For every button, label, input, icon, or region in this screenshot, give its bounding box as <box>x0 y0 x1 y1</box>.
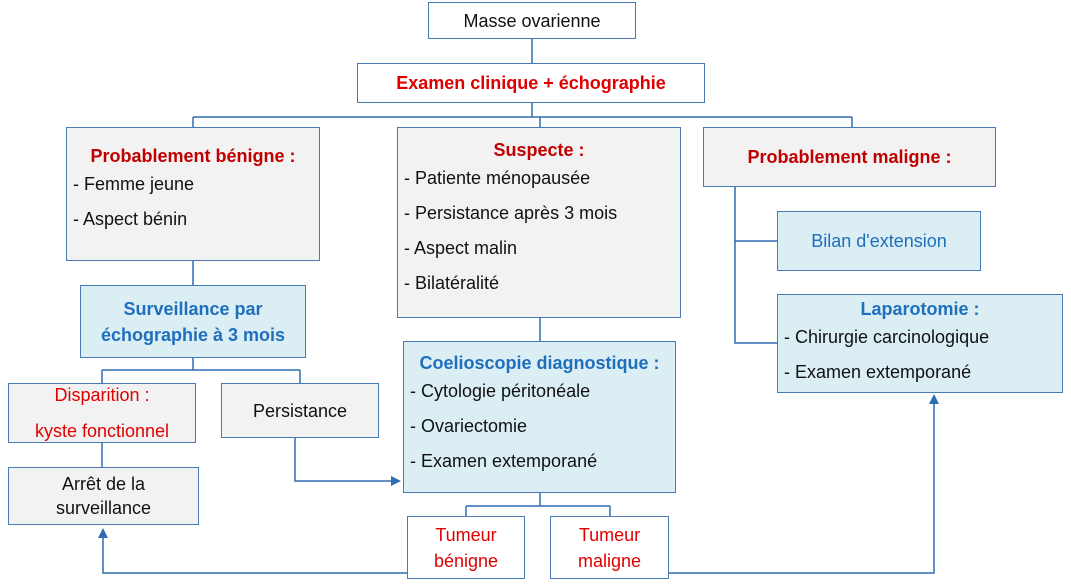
coelioscopie-item: - Examen extemporané <box>410 451 598 471</box>
disparition-line: kyste fonctionnel <box>34 421 170 441</box>
masse-ovarienne-box: Masse ovarienne <box>428 2 636 39</box>
coelioscopie-title: Coelioscopie diagnostique : <box>419 353 660 373</box>
bilan-box: Bilan d'extension <box>777 211 981 271</box>
examen-label: Examen clinique + échographie <box>396 73 666 93</box>
arrow-tumeur-benigne-arret <box>98 528 407 574</box>
masse-ovarienne-label: Masse ovarienne <box>463 10 601 31</box>
benigne-title: Probablement bénigne : <box>90 146 296 166</box>
maligne-title: Probablement maligne : <box>747 147 952 167</box>
suspecte-item: - Persistance après 3 mois <box>404 203 618 223</box>
benigne-item: - Femme jeune <box>73 174 195 194</box>
coelioscopie-box: Coelioscopie diagnostique : - Cytologie … <box>403 341 676 493</box>
benigne-item: - Aspect bénin <box>73 209 188 229</box>
tumeur-benigne-box: Tumeur bénigne <box>407 516 525 579</box>
coelioscopie-item: - Ovariectomie <box>410 416 528 436</box>
tumeur-benigne-line: bénigne <box>433 550 499 571</box>
laparotomie-title: Laparotomie : <box>860 299 980 319</box>
persistance-box: Persistance <box>221 383 379 438</box>
surveillance-box: Surveillance par échographie à 3 mois <box>80 285 306 358</box>
persistance-label: Persistance <box>252 400 348 421</box>
coelioscopie-item: - Cytologie péritonéale <box>410 381 591 401</box>
benigne-box: Probablement bénigne : - Femme jeune - A… <box>66 127 320 261</box>
surveillance-line: Surveillance par <box>123 298 263 319</box>
laparotomie-item: - Chirurgie carcinologique <box>784 327 990 347</box>
disparition-box: Disparition : kyste fonctionnel <box>8 383 196 443</box>
disparition-line: Disparition : <box>54 385 150 405</box>
tumeur-maligne-box: Tumeur maligne <box>550 516 669 579</box>
arrow-persistance-coelioscopie <box>294 438 401 486</box>
tumeur-maligne-line: maligne <box>577 550 642 571</box>
line-maligne-trunk <box>734 187 777 344</box>
arret-box: Arrêt de la surveillance <box>8 467 199 525</box>
suspecte-box: Suspecte : - Patiente ménopausée - Persi… <box>397 127 681 318</box>
suspecte-item: - Patiente ménopausée <box>404 168 591 188</box>
maligne-box: Probablement maligne : <box>703 127 996 187</box>
examen-box: Examen clinique + échographie <box>357 63 705 103</box>
surveillance-line: échographie à 3 mois <box>100 324 286 345</box>
suspecte-title: Suspecte : <box>493 140 585 160</box>
laparotomie-item: - Examen extemporané <box>784 362 972 382</box>
suspecte-item: - Bilatéralité <box>404 273 500 293</box>
bilan-label: Bilan d'extension <box>811 231 947 251</box>
laparotomie-box: Laparotomie : - Chirurgie carcinologique… <box>777 294 1063 393</box>
suspecte-item: - Aspect malin <box>404 238 518 258</box>
tumeur-benigne-line: Tumeur <box>435 524 497 545</box>
arret-line: Arrêt de la <box>61 474 146 494</box>
arrow-tumeur-maligne-laparotomie <box>669 394 939 574</box>
arret-line: surveillance <box>55 498 152 518</box>
tumeur-maligne-line: Tumeur <box>578 524 641 545</box>
